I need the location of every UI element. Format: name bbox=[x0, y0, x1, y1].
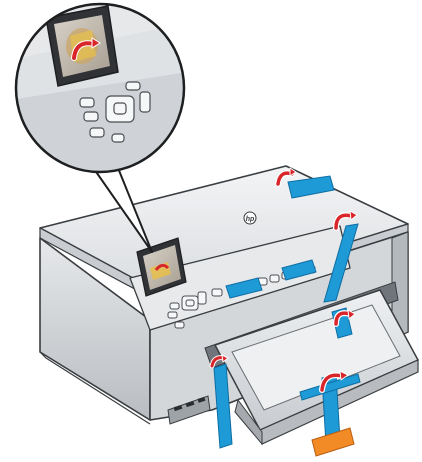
hp-logo-icon: hp bbox=[244, 212, 256, 224]
hp-logo-text: hp bbox=[246, 216, 255, 223]
